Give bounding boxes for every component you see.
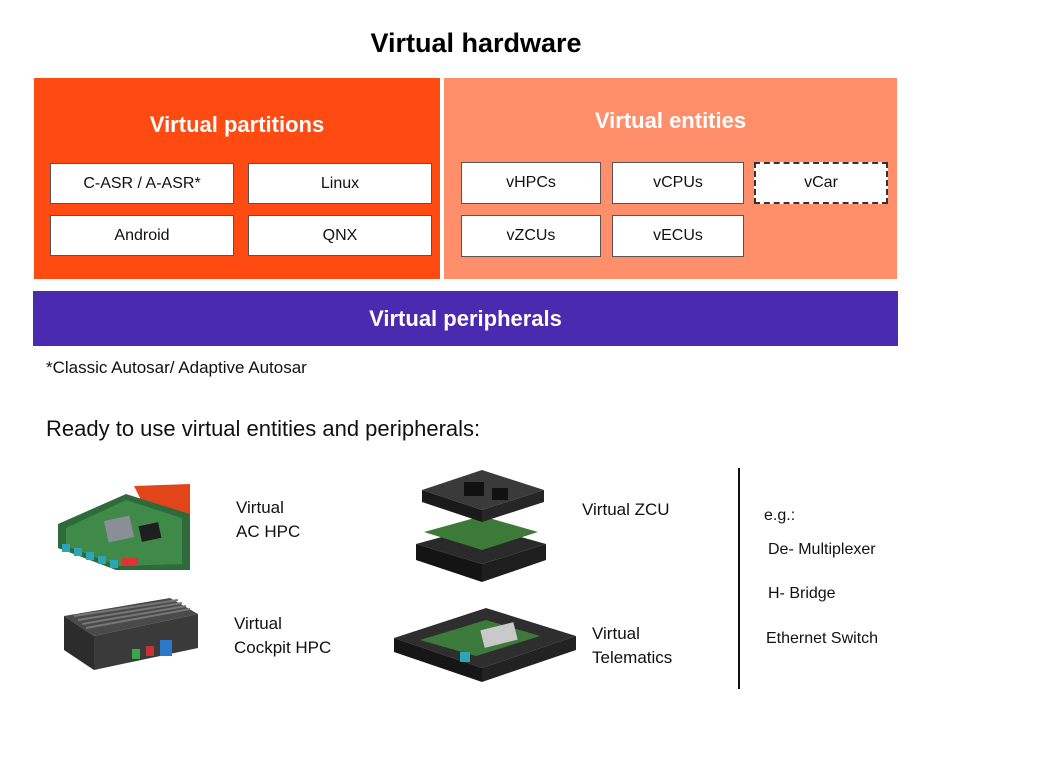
product-telematics-label: Virtual Telematics — [592, 622, 672, 670]
entity-vzcus: vZCUs — [461, 215, 601, 257]
product-ac-hpc-line1: Virtual — [236, 498, 284, 517]
product-zcu-label: Virtual ZCU — [582, 498, 670, 522]
partition-linux: Linux — [248, 163, 432, 204]
product-cockpit-hpc-label: Virtual Cockpit HPC — [234, 612, 331, 660]
entity-vecus: vECUs — [612, 215, 744, 257]
example-ethernet-switch: Ethernet Switch — [766, 630, 879, 647]
virtual-partitions-panel: Virtual partitions C-ASR / A-ASR* Linux … — [34, 78, 440, 279]
footnote: *Classic Autosar/ Adaptive Autosar — [46, 358, 307, 377]
product-telematics-line1: Virtual — [592, 624, 640, 643]
zcu-module-image — [412, 468, 550, 584]
product-cockpit-hpc-line2: Cockpit HPC — [234, 638, 332, 657]
example-demultiplexer: De- Multiplexer — [768, 541, 876, 558]
virtual-entities-panel: Virtual entities vHPCs vCPUs vCar vZCUs … — [444, 78, 897, 279]
telematics-unit-image — [390, 606, 580, 686]
partition-qnx: QNX — [248, 215, 432, 256]
entity-vhpcs: vHPCs — [461, 162, 601, 204]
page-title: Virtual hardware — [370, 28, 582, 58]
virtual-peripherals-bar: Virtual peripherals — [33, 291, 898, 346]
product-zcu-line1: Virtual ZCU — [582, 500, 670, 519]
ac-hpc-board-image — [56, 484, 192, 574]
example-h-bridge: H- Bridge — [768, 585, 836, 602]
section-subheading: Ready to use virtual entities and periph… — [46, 416, 481, 441]
examples-label: e.g.: — [764, 507, 796, 524]
partition-casr-aasr: C-ASR / A-ASR* — [50, 163, 234, 204]
virtual-entities-title: Virtual entities — [594, 108, 747, 133]
product-telematics-line2: Telematics — [592, 648, 673, 667]
entity-vcar: vCar — [754, 162, 888, 204]
product-cockpit-hpc-line1: Virtual — [234, 614, 282, 633]
vertical-divider — [738, 468, 740, 689]
virtual-partitions-title: Virtual partitions — [149, 112, 325, 137]
product-ac-hpc-line2: AC HPC — [236, 522, 301, 541]
product-ac-hpc-label: Virtual AC HPC — [236, 496, 300, 544]
entity-vcpus: vCPUs — [612, 162, 744, 204]
partition-android: Android — [50, 215, 234, 256]
cockpit-hpc-image — [60, 596, 200, 672]
